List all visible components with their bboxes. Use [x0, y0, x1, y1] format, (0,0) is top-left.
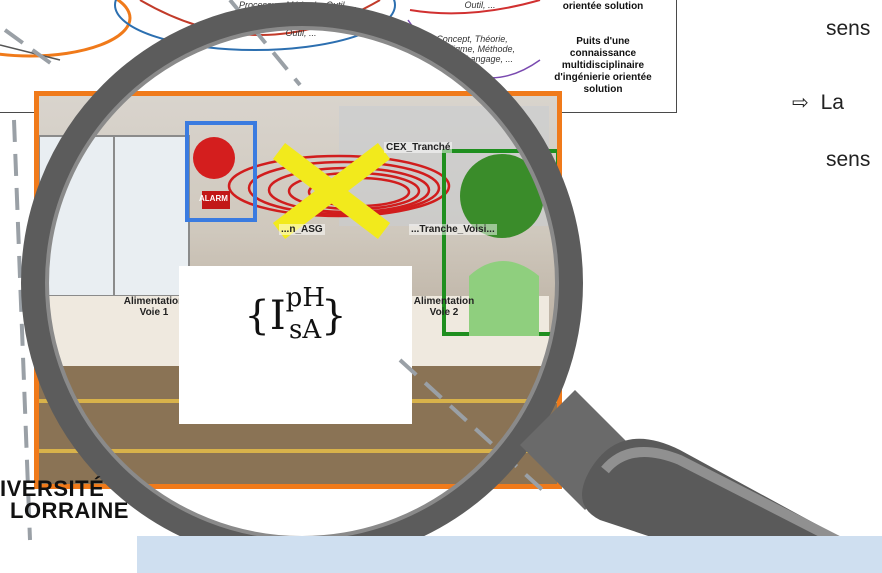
lens-inner-ring — [47, 28, 557, 538]
universite-lorraine-logo: IVERSITÉ LORRAINE — [0, 478, 130, 522]
bottom-bar — [137, 536, 882, 573]
logo-line2: LORRAINE — [0, 500, 130, 522]
logo-line1: IVERSITÉ — [0, 478, 130, 500]
lens-ring — [34, 15, 570, 551]
